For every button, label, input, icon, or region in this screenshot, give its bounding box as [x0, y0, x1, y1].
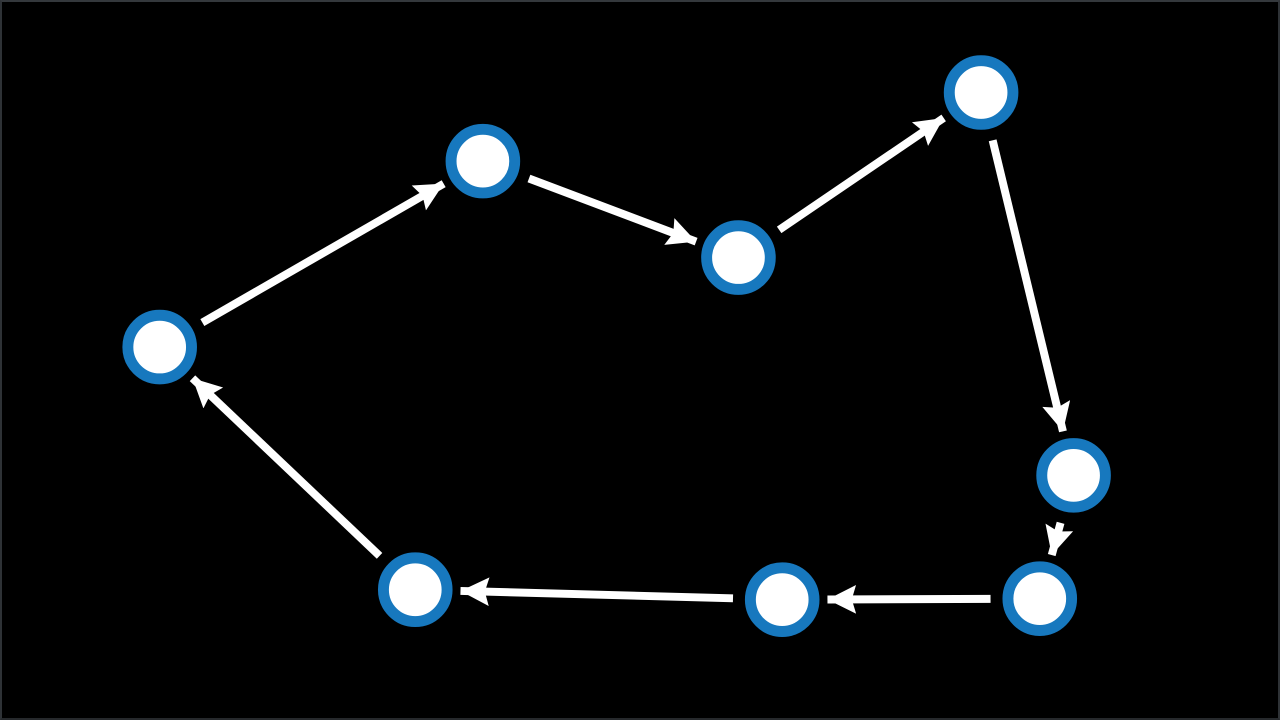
graph-edge-arrow-node-6-to-node-7 — [827, 585, 991, 614]
graph-node-3 — [701, 220, 776, 295]
graph-edge-arrow-node-5-to-node-6 — [1045, 521, 1074, 557]
graph-node-8 — [377, 552, 453, 628]
graph-node-2 — [445, 123, 521, 199]
graph-edge-arrow-node-8-to-node-1 — [189, 375, 383, 559]
graph-edge-arrow-node-4-to-node-5 — [988, 139, 1071, 433]
graph-node-7 — [744, 562, 820, 637]
graph-node-6 — [1002, 561, 1078, 636]
graph-edge-arrow-node-1-to-node-2 — [200, 180, 446, 326]
graph-edge-arrow-node-2-to-node-3 — [527, 174, 698, 246]
graph-node-1 — [122, 309, 197, 385]
graph-edge-arrow-node-7-to-node-8 — [460, 577, 734, 607]
graph-node-4 — [943, 55, 1019, 130]
graph-node-5 — [1036, 438, 1111, 513]
graph-edge-arrow-node-3-to-node-4 — [776, 114, 946, 234]
